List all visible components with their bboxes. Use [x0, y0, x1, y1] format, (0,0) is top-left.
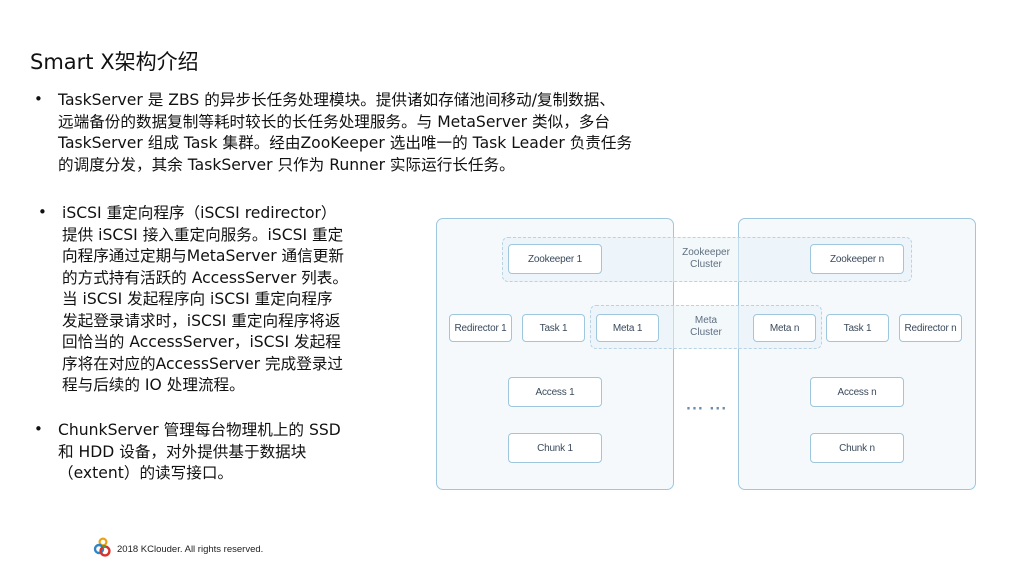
bullet-line: ChunkServer 管理每台物理机上的 SSD	[58, 421, 341, 439]
bullet-line: TaskServer 组成 Task 集群。经由ZooKeeper 选出唯一的 …	[58, 134, 633, 152]
chunk-n-node: Chunk n	[810, 433, 904, 463]
access-1-node: Access 1	[508, 377, 602, 407]
redirector-1-node: Redirector 1	[449, 314, 512, 342]
bullet-line: 的方式持有活跃的 AccessServer 列表。	[62, 268, 348, 287]
bullet-marker: •	[34, 90, 43, 108]
task-n-node: Task 1	[826, 314, 889, 342]
kclouder-logo-icon	[93, 536, 113, 562]
bullet-line: 远端备份的数据复制等耗时较长的长任务处理服务。与 MetaServer 类似，多…	[58, 112, 610, 131]
bullet-line: 当 iSCSI 发起程序向 iSCSI 重定向程序	[62, 290, 333, 308]
slide-title: Smart X架构介绍	[30, 50, 199, 74]
bullet-line: 程与后续的 IO 处理流程。	[62, 376, 245, 394]
bullet-line: 发起登录请求时，iSCSI 重定向程序将返	[62, 311, 341, 330]
bullet-line: 向程序通过定期与MetaServer 通信更新	[62, 247, 344, 265]
cluster-label-line: Cluster	[690, 259, 722, 270]
bullet-marker: •	[34, 420, 43, 438]
more-servers-ellipsis: ··· ···	[686, 402, 728, 417]
copyright-text: 2018 KClouder. All rights reserved.	[117, 543, 264, 555]
bullet-line: 的调度分发，其余 TaskServer 只作为 Runner 实际运行长任务。	[58, 155, 515, 174]
access-n-node: Access n	[810, 377, 904, 407]
redirector-n-node: Redirector n	[899, 314, 962, 342]
cluster-label-line: Zookeeper	[682, 247, 730, 258]
bullet-line: TaskServer 是 ZBS 的异步长任务处理模块。提供诸如存储池间移动/复…	[58, 91, 615, 109]
bullet-chunkserver: • ChunkServer 管理每台物理机上的 SSD 和 HDD 设备，对外提…	[34, 420, 341, 485]
cluster-label-line: Meta	[694, 315, 718, 326]
bullet-line: iSCSI 重定向程序（iSCSI redirector）	[62, 204, 337, 222]
bullet-line: 和 HDD 设备，对外提供基于数据块	[58, 442, 307, 461]
meta-n-node: Meta n	[753, 314, 816, 342]
zookeeper-1-node: Zookeeper 1	[508, 244, 602, 274]
footer: 2018 KClouder. All rights reserved.	[93, 537, 263, 561]
zookeeper-n-node: Zookeeper n	[810, 244, 904, 274]
bullet-line: （extent）的读写接口。	[58, 464, 234, 482]
chunk-1-node: Chunk 1	[508, 433, 602, 463]
zookeeper-cluster-label: Zookeeper Cluster	[666, 247, 746, 271]
cluster-label-line: Cluster	[690, 327, 722, 338]
bullet-taskserver: • TaskServer 是 ZBS 的异步长任务处理模块。提供诸如存储池间移动…	[34, 90, 632, 176]
meta-1-node: Meta 1	[596, 314, 659, 342]
bullet-iscsi-redirector: • iSCSI 重定向程序（iSCSI redirector） 提供 iSCSI…	[38, 203, 348, 397]
bullet-marker: •	[38, 203, 47, 221]
bullet-line: 提供 iSCSI 接入重定向服务。iSCSI 重定	[62, 225, 344, 244]
bullet-line: 回恰当的 AccessServer，iSCSI 发起程	[62, 333, 341, 351]
meta-cluster-label: Meta Cluster	[666, 315, 746, 339]
task-1-node: Task 1	[522, 314, 585, 342]
bullet-line: 序将在对应的AccessServer 完成登录过	[62, 354, 344, 373]
